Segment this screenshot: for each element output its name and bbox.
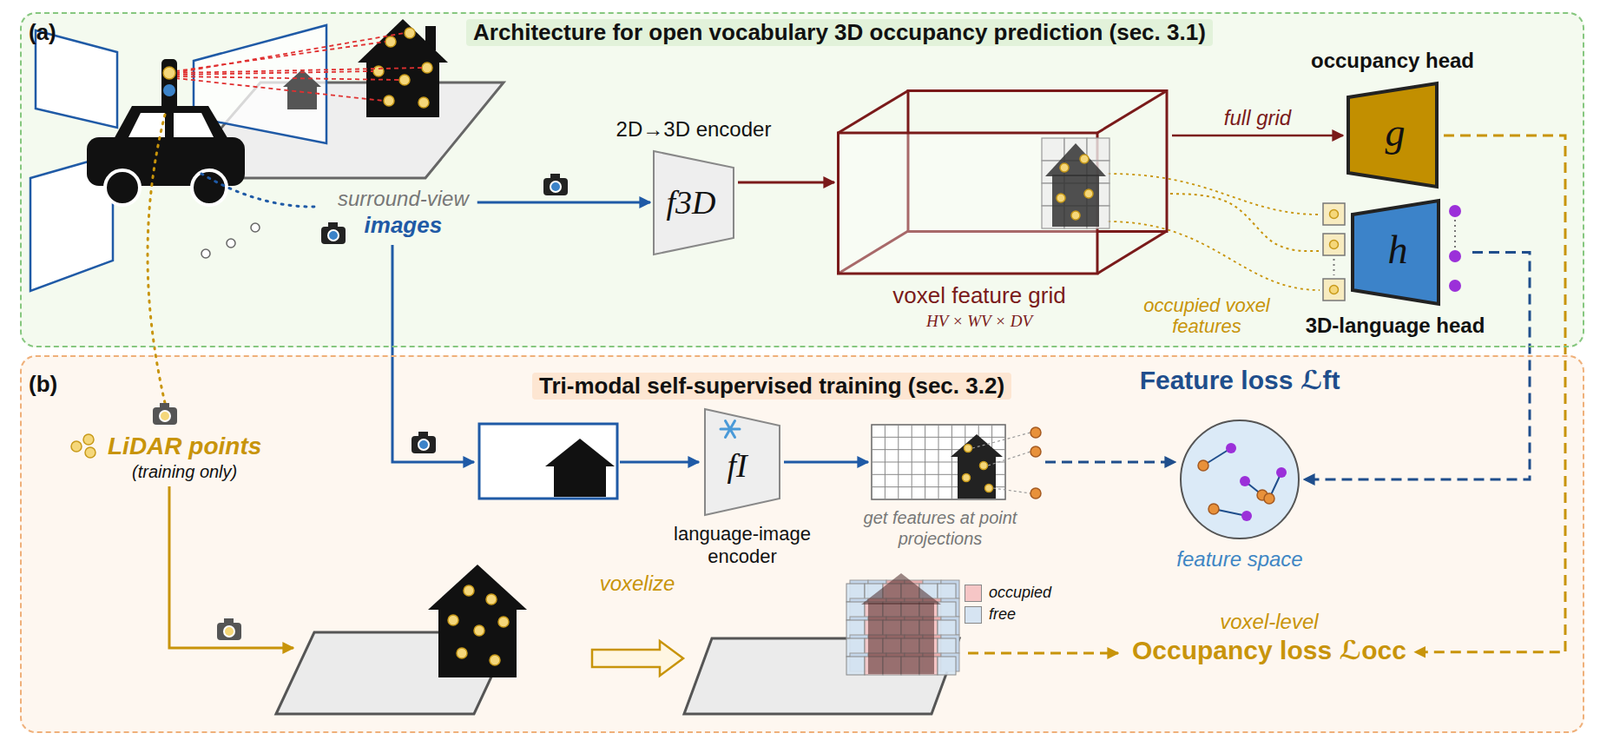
image-box	[479, 423, 618, 499]
connector	[1170, 193, 1319, 251]
node-heading: (b)	[28, 370, 58, 398]
loss-label: voxel-levelOccupancy loss ℒocc	[1128, 607, 1410, 668]
trail-dot	[201, 223, 260, 258]
connector	[1045, 460, 1176, 464]
node-text: Architecture for open vocabulary 3D occu…	[466, 19, 1213, 47]
node-heading: occupancy head	[1310, 48, 1475, 73]
node-text: 3D-language head	[1305, 313, 1486, 338]
free-label: voxelize	[599, 571, 676, 596]
node-heading: surround-view	[337, 186, 469, 212]
legend-row: free	[964, 605, 1052, 624]
legend-row: occupied	[964, 583, 1052, 602]
node-shape	[836, 89, 1169, 276]
connector	[783, 460, 869, 464]
node-text: images	[337, 211, 469, 239]
node-text: Tri-modal self-supervised training (sec.…	[532, 372, 1012, 400]
house-icon	[545, 438, 615, 497]
image-flow	[619, 460, 699, 464]
voxel-grid: voxel feature gridHV × WV × DV	[836, 89, 1169, 276]
feature-map: get features at point projections	[870, 423, 1042, 501]
voxel-house	[846, 572, 960, 675]
node-heading: voxel-level	[1132, 609, 1407, 635]
node-heading: 2D→3D encoder	[616, 117, 772, 142]
house-icon	[283, 69, 322, 110]
connector	[477, 201, 651, 205]
house-icon	[427, 564, 527, 678]
node-text: language-image encoder	[664, 522, 821, 569]
panel: (b) Tri-modal self-supervised training (s…	[19, 355, 1585, 733]
encoder-block: fIlanguage-image encoder	[704, 408, 781, 516]
panel-ground	[19, 355, 1585, 733]
node-text: Occupancy loss ℒocc	[1132, 634, 1407, 666]
node-heading: fI	[726, 446, 747, 485]
node-shape	[1178, 418, 1301, 540]
camera-icon	[152, 402, 178, 425]
node-text: f3D	[666, 183, 717, 222]
node-heading: h	[1388, 226, 1409, 273]
edge-label: occupied voxel features	[1137, 295, 1277, 337]
legend-swatch	[964, 584, 982, 602]
connector	[1172, 134, 1344, 138]
node-heading: voxel feature grid	[892, 282, 1066, 310]
feature-space: Feature loss ℒftfeature space	[1178, 418, 1301, 540]
occupancy-flow	[967, 651, 1119, 655]
camera-icon	[543, 173, 568, 196]
car-icon	[86, 59, 245, 205]
input-label: LiDAR points(training only)	[104, 429, 265, 484]
camera-icon	[411, 431, 436, 454]
voxelize-arrow	[592, 640, 684, 676]
lidar-flow	[169, 486, 294, 648]
node-shape	[870, 423, 1042, 501]
node-text: (training only)	[107, 460, 262, 482]
sensor-link	[201, 173, 320, 207]
lidar-ray	[175, 32, 422, 101]
node-heading: LiDAR points	[107, 431, 262, 461]
edge-label: full grid	[1224, 105, 1291, 131]
head-block: occupancy headg	[1346, 81, 1439, 189]
panel-ground	[19, 12, 1585, 348]
node-text: g	[1385, 109, 1406, 156]
node-heading: Feature loss ℒft	[1139, 364, 1341, 396]
legend-swatch	[964, 605, 982, 624]
camera-icon	[321, 222, 346, 244]
node-heading: get features at point projections	[857, 506, 1023, 549]
encoder-block: 2D→3D encoderf3D	[652, 150, 735, 256]
image-flow	[392, 244, 475, 462]
node-text: HV × WV × DV	[926, 311, 1033, 331]
legend-text: free	[988, 605, 1016, 624]
sensor-link	[147, 114, 165, 403]
connector	[737, 181, 835, 185]
node-text: feature space	[1176, 546, 1303, 572]
legend: occupied free	[964, 583, 1052, 627]
legend-text: occupied	[988, 583, 1052, 602]
panel: (a) Architecture for open vocabulary 3D o…	[19, 12, 1585, 348]
head-block: h3D-language head	[1321, 198, 1468, 306]
input-label: surround-viewimages	[334, 184, 473, 241]
camera-icon	[217, 618, 242, 640]
lidar-icon	[71, 434, 96, 458]
node-heading: (a)	[28, 19, 57, 47]
